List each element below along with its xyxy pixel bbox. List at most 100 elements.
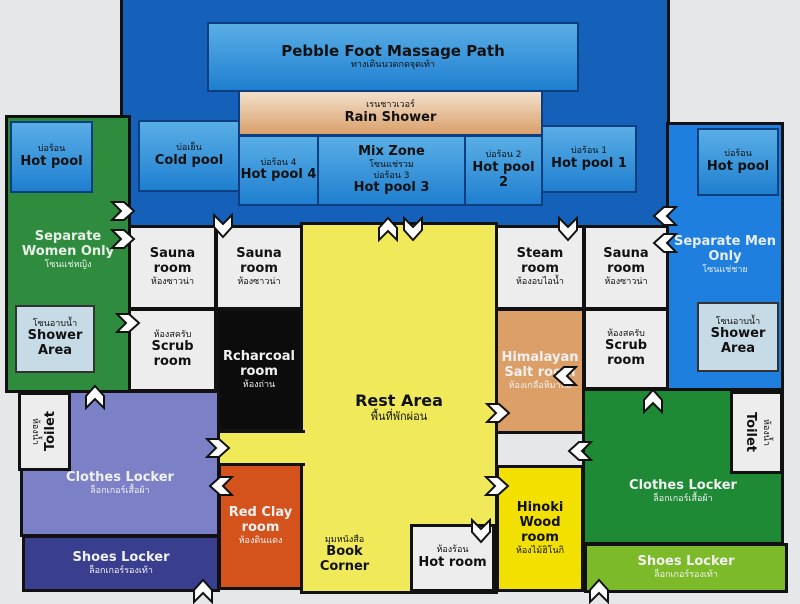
shoes-l-th: ล็อกเกอร์รองเท้า [89,565,153,576]
cold-label: Cold pool [154,152,224,168]
women-zone-label: Separate Women Only [21,229,115,259]
clay-th: ห้องดินแดง [238,536,283,547]
direction-arrow-icon [109,200,136,222]
clothes-l-th: ล็อกเกอร์เสื้อผ้า [90,485,150,496]
charcoal-label: Rcharcoal room [222,348,296,379]
sauna2-label: Sauna room [236,246,282,277]
direction-arrow-icon [192,578,214,604]
rest-area: Rest Area พื้นที่พักผ่อน [300,222,498,594]
pebble-label: Pebble Foot Massage Path [281,42,505,61]
men-hot-th: บ่อร้อน [724,149,752,160]
rest-area-label: Rest Area [355,391,443,411]
pebble-th: ทางเดินนวดกดจุดเท้า [351,60,435,71]
direction-arrow-icon [470,517,492,544]
scrub-r-th: ห้องสครับ [607,328,645,339]
sauna-r-label: Sauna room [603,246,649,277]
direction-arrow-icon [212,212,234,239]
toilet-l-label: Toilet [43,411,59,452]
mix-label: Mix Zone [358,144,425,160]
direction-arrow-icon [567,440,594,462]
toilet-r-th: ห้องน้ำ [761,419,772,446]
rain-th: เรนชาวเวอร์ [366,100,415,111]
shoes-r-th: ล็อกเกอร์รองเท้า [654,570,718,581]
hot2-label: Hot pool 2 [472,159,535,190]
hotroom-label: Hot room [418,554,487,570]
hot4-label: Hot pool 4 [240,167,317,183]
direction-arrow-icon [114,312,141,334]
sauna2-th: ห้องซาวน่า [237,277,281,288]
sauna-r-th: ห้องซาวน่า [604,277,648,288]
clothes-l-label: Clothes Locker [66,469,174,485]
shoes-l-label: Shoes Locker [72,549,170,565]
shoes-r-label: Shoes Locker [637,554,735,570]
men-zone-label: Separate Men Only [673,234,776,264]
scrub-l-th: ห้องสครับ [153,329,192,340]
steam-th: ห้องอบไอน้ำ [516,277,564,288]
clothes-r-label: Clothes Locker [629,477,737,493]
direction-arrow-icon [642,388,664,415]
cold-th: บ่อเย็น [176,143,202,154]
book-label: Book Corner [319,544,370,575]
rain-shower: เรนชาวเวอร์Rain Shower [238,90,543,136]
direction-arrow-icon [402,215,424,242]
hot4-th: บ่อร้อน 4 [260,157,297,168]
women-hot-label: Hot pool [20,153,83,169]
hinoki-label: Hinoki Wood room [516,499,564,545]
book-th: มุมหนังสือ [324,535,365,545]
scrub-l-label: Scrub room [151,339,194,370]
sauna1-label: Sauna room [149,246,196,277]
hinoki-th: ห้องไม้ฮิโนกิ [515,545,565,556]
steam-label: Steam room [516,246,564,277]
direction-arrow-icon [588,578,610,604]
salt-th: ห้องเกลือหิมาลัย [508,380,572,391]
women-shower-th: โซนอาบน้ำ [32,318,78,329]
hot1-th: บ่อร้อน 1 [570,146,608,157]
direction-arrow-icon [483,475,510,497]
hot3-label: Hot pool 3 [353,179,430,195]
hot2-th: บ่อร้อน 2 [485,150,522,161]
men-zone-th: โซนแช่ชาย [702,264,748,275]
clay-label: Red Clay room [228,505,293,536]
sauna1-th: ห้องซาวน่า [150,277,195,288]
hot3-th: บ่อร้อน 3 [373,170,410,181]
men-shower-th: โซนอาบน้ำ [715,316,761,327]
toilet-l-th: ห้องน้ำ [30,418,41,445]
direction-arrow-icon [652,205,679,227]
rest-area-th: พื้นที่พักผ่อน [370,409,428,423]
rain-label: Rain Shower [344,109,437,125]
toilet-r-label: Toilet [742,412,758,453]
direction-arrow-icon [208,475,235,497]
men-hot-label: Hot pool [706,158,770,174]
women-hot-th: บ่อร้อน [37,144,66,155]
charcoal-th: ห้องถ่าน [242,379,276,390]
women-zone-th: โซนแช่หญิง [44,259,92,270]
direction-arrow-icon [109,228,136,250]
scrub-r-label: Scrub room [604,338,648,369]
direction-arrow-icon [552,365,579,387]
hotroom-th: ห้องร้อน [436,545,469,556]
clothes-r-th: ล็อกเกอร์เสื้อผ้า [653,493,713,504]
direction-arrow-icon [557,215,579,242]
direction-arrow-icon [652,232,679,254]
